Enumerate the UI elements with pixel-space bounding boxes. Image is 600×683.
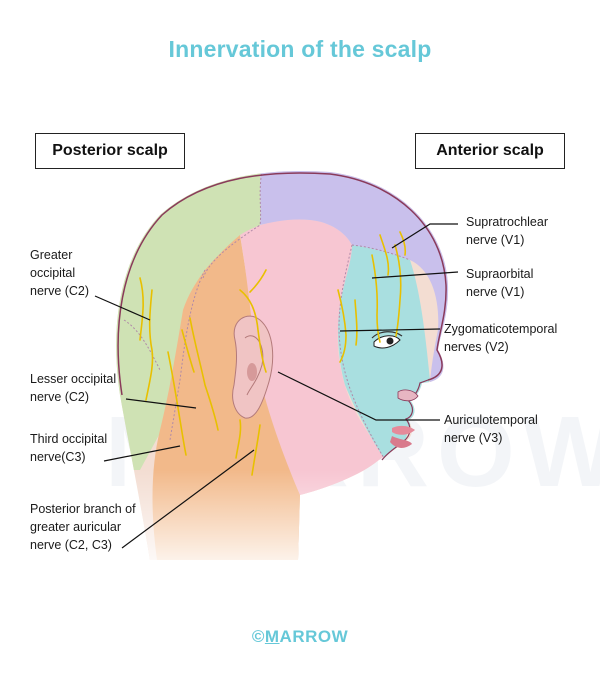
supraorbital-nerve-branch	[379, 234, 390, 276]
leader-zygomaticotemporal	[339, 328, 441, 332]
upper-lip	[392, 425, 415, 435]
zygomaticotemporal-nerve	[337, 289, 347, 363]
label-line: nerve (C2)	[30, 390, 90, 404]
lower-lip	[390, 436, 412, 448]
label-line: Zygomaticotemporal	[444, 322, 558, 336]
logo-initial: M	[264, 627, 280, 646]
auriculotemporal-region	[240, 219, 385, 495]
label-line: Supraorbital	[466, 267, 534, 281]
supratrochlear-nerve-branch	[399, 231, 407, 256]
label-line: nerve(C3)	[30, 450, 86, 464]
label-line: Posterior branch of	[30, 502, 136, 516]
label-lesser-occipital: Lesser occipital nerve (C2)	[30, 370, 116, 406]
label-line: nerve (V1)	[466, 233, 525, 247]
third-occipital-nerve	[167, 351, 187, 456]
region-divider	[338, 244, 386, 461]
region-divider	[351, 244, 411, 261]
label-zygomaticotemporal: Zygomaticotemporal nerves (V2)	[444, 320, 557, 356]
ophthalmic-region	[260, 171, 449, 400]
label-line: Third occipital	[30, 432, 108, 446]
greater-auricular-nerve	[251, 424, 261, 476]
leader-lesser-occipital	[125, 398, 197, 409]
ear-helix	[244, 335, 264, 396]
label-line: Supratrochlear	[466, 215, 548, 229]
supratrochlear-nerve	[394, 244, 402, 337]
label-greater-occipital: Greater occipital nerve (C2)	[30, 246, 89, 300]
region-divider	[169, 269, 206, 441]
label-line: Auriculotemporal	[444, 413, 538, 427]
auriculotemporal-nerve	[239, 289, 267, 373]
logo-rest: ARROW	[279, 627, 349, 646]
logo-copyright: ©	[251, 627, 265, 646]
eyelid	[371, 331, 403, 339]
zygomatic-region	[337, 245, 430, 460]
label-auriculotemporal: Auriculotemporal nerve (V3)	[444, 411, 538, 447]
lesser-occipital-nerve	[189, 317, 219, 431]
label-line: nerve (V3)	[444, 431, 503, 445]
leader-lines	[94, 223, 459, 549]
leader-greater-occipital	[94, 295, 151, 321]
head-outline	[117, 172, 447, 396]
label-line: occipital	[30, 266, 76, 280]
eye-pupil	[386, 337, 394, 345]
leader-supraorbital	[371, 271, 459, 279]
supraorbital-nerve	[371, 254, 381, 343]
zygomaticotemporal-nerve-branch	[354, 299, 358, 346]
region-divider	[123, 319, 161, 371]
leader-supratrochlear	[391, 223, 458, 249]
nose	[397, 389, 419, 402]
label-line: nerve (V1)	[466, 285, 525, 299]
leader-posterior-branch	[121, 449, 255, 549]
label-supraorbital: Supraorbital nerve (V1)	[466, 265, 533, 301]
label-supratrochlear: Supratrochlear nerve (V1)	[466, 213, 548, 249]
neck-fade	[116, 470, 449, 560]
ear-canal	[247, 363, 257, 381]
leader-auriculotemporal	[277, 371, 440, 421]
nerves	[139, 231, 407, 476]
label-line: Greater	[30, 248, 73, 262]
greater-occipital-nerve-branch	[139, 277, 144, 341]
label-line: nerve (C2)	[30, 284, 90, 298]
posterior-scalp-box: Posterior scalp	[35, 133, 185, 169]
page-title: Innervation of the scalp	[168, 36, 432, 62]
region-divider	[202, 171, 263, 279]
scalp-regions	[116, 171, 449, 560]
marrow-logo: ©MARROW	[0, 627, 600, 647]
leader-third-occipital	[103, 445, 181, 462]
label-line: nerves (V2)	[444, 340, 509, 354]
auriculotemporal-nerve-branch	[249, 269, 267, 293]
label-third-occipital: Third occipital nerve(C3)	[30, 430, 107, 466]
anterior-scalp-box: Anterior scalp	[415, 133, 565, 169]
label-line: Lesser occipital	[30, 372, 117, 386]
label-line: greater auricular	[30, 520, 122, 534]
label-line: nerve (C2, C3)	[30, 538, 112, 552]
greater-auricular-nerve-branch	[235, 419, 242, 459]
greater-occipital-nerve	[145, 289, 154, 401]
lesser-occipital-nerve-branch	[181, 329, 195, 373]
label-posterior-branch: Posterior branch of greater auricular ne…	[30, 500, 136, 554]
